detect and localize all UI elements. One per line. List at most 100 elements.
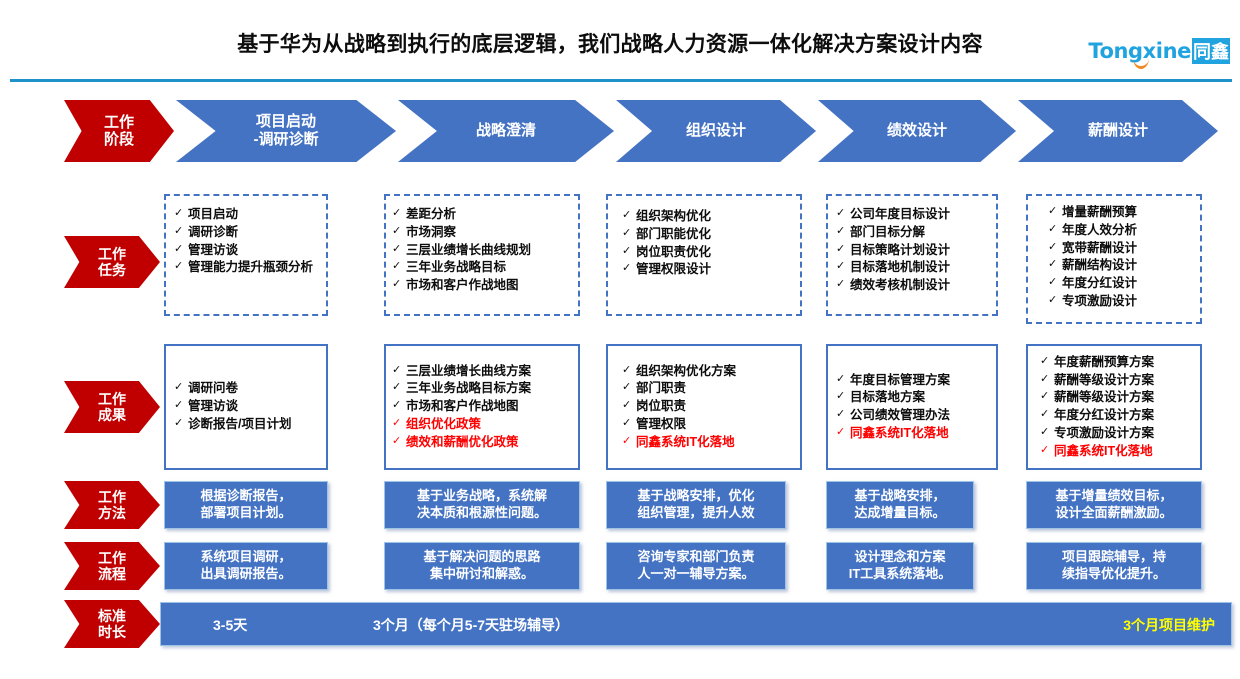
process-chip-5: 项目跟踪辅导，持 续指导优化提升。 [1026,542,1202,590]
process-5-line2: 续指导优化提升。 [1061,566,1166,581]
check-icon: ✓ [836,224,846,237]
stage-arrow-3[interactable]: 组织设计 [616,100,816,162]
method-5-line1: 基于增量绩效目标， [1055,488,1173,504]
check-icon: ✓ [1040,408,1050,420]
result-item: ✓三年业务战略目标方案 [392,381,532,396]
method-chip-5: 基于增量绩效目标， 设计全面薪酬激励。 [1026,481,1202,529]
task-box-1: ✓项目启动 ✓调研诊断 ✓管理访谈 ✓管理能力提升瓶颈分析 [164,194,328,316]
row-label-results: 工作 成果 [64,381,160,433]
row-label-stage-line1: 工作 [103,113,134,131]
row-label-tasks-line1: 工作 [98,245,126,262]
check-icon: ✓ [1048,205,1058,217]
method-chip-1: 根据诊断报告， 部署项目计划。 [164,481,328,529]
stage-4-line1: 绩效设计 [886,122,947,139]
check-icon: ✓ [836,207,846,219]
stage-arrow-1[interactable]: 项目启动 -调研诊断 [176,100,396,162]
method-chip-4: 基于战略安排， 达成增量目标。 [826,481,974,529]
result-item: ✓调研问卷 [174,381,239,396]
check-icon: ✓ [392,416,402,429]
task-list-3: ✓组织架构优化 ✓部门职能优化 ✓岗位职责优化 ✓管理权限设计 [608,196,800,279]
task-item: ✓部门职能优化 [622,226,712,241]
task-item: ✓项目启动 [174,207,239,221]
check-icon: ✓ [836,242,846,255]
row-label-duration: 标准 时长 [64,600,160,648]
result-item: ✓专项激励设计方案 [1040,425,1155,440]
logo-smile-icon [1133,58,1150,69]
task-item: ✓三年业务战略目标 [392,260,507,275]
result-list-1: ✓调研问卷 ✓管理访谈 ✓诊断报告/项目计划 [166,380,326,433]
check-icon: ✓ [174,260,184,273]
stage-1-line2: -调研诊断 [253,131,319,148]
method-4-line1: 基于战略安排， [854,488,946,504]
task-item: ✓管理访谈 [174,242,239,257]
check-icon: ✓ [392,434,402,447]
task-item: ✓部门目标分解 [836,224,926,239]
task-item: ✓目标落地机制设计 [836,260,951,275]
result-box-3: ✓组织架构优化方案 ✓部门职责 ✓岗位职责 ✓管理权限 ✓同鑫系统IT化落地 [606,344,802,470]
check-icon: ✓ [1048,276,1058,288]
check-icon: ✓ [1048,240,1058,253]
process-2-line2: 集中研讨和解惑。 [429,566,534,581]
check-icon: ✓ [174,381,184,394]
result-item: ✓同鑫系统IT化落地 [1040,443,1153,458]
check-icon: ✓ [392,260,402,273]
process-chip-3: 咨询专家和部门负责 人一对一辅导方案。 [606,542,786,590]
row-label-process: 工作 流程 [64,542,160,590]
check-icon: ✓ [622,381,632,394]
task-list-2: ✓差距分析 ✓市场洞察 ✓三层业绩增长曲线规划 ✓三年业务战略目标 ✓市场和客户… [386,196,578,295]
check-icon: ✓ [622,226,632,239]
check-icon: ✓ [174,224,184,237]
stage-arrow-4[interactable]: 绩效设计 [818,100,1016,162]
row-label-methods-line2: 方法 [98,505,126,521]
duration-item-3: 3个月项目维护 [1123,617,1215,633]
task-item: ✓宽带薪酬设计 [1048,240,1138,255]
task-item: ✓组织架构优化 [622,209,712,223]
duration-bar: 3-5天 3个月（每个月5-7天驻场辅导） 3个月项目维护 [160,602,1232,646]
method-2-line2: 决本质和根源性问题。 [416,505,547,520]
result-item: ✓薪酬等级设计方案 [1040,372,1155,387]
check-icon: ✓ [622,262,632,275]
result-item: ✓年度薪酬预算方案 [1040,354,1155,369]
row-label-results-line1: 工作 [98,390,126,407]
result-item: ✓市场和客户作战地图 [392,399,519,414]
check-icon: ✓ [836,278,846,290]
task-item: ✓管理权限设计 [622,262,712,277]
check-icon: ✓ [1048,222,1058,235]
row-label-tasks: 工作 任务 [64,236,160,288]
method-chip-2: 基于业务战略，系统解 决本质和根源性问题。 [384,481,580,529]
method-5-line2: 设计全面薪酬激励。 [1055,505,1173,520]
check-icon: ✓ [622,209,632,221]
task-item: ✓年度人效分析 [1048,222,1138,237]
result-box-4: ✓年度目标管理方案 ✓目标落地方案 ✓公司绩效管理办法 ✓同鑫系统IT化落地 [826,344,998,470]
check-icon: ✓ [836,390,846,403]
task-item: ✓市场和客户作战地图 [392,278,519,292]
check-icon: ✓ [392,207,402,219]
result-list-5: ✓年度薪酬预算方案 ✓薪酬等级设计方案 ✓薪酬等级设计方案 ✓年度分红设计方案 … [1028,354,1200,461]
task-list-4: ✓公司年度目标设计 ✓部门目标分解 ✓目标策略计划设计 ✓目标落地机制设计 ✓绩… [828,196,996,295]
result-item: ✓管理访谈 [174,399,239,414]
method-3-line1: 基于战略安排，优化 [637,488,755,504]
process-1-line1: 系统项目调研， [200,549,292,565]
task-box-2: ✓差距分析 ✓市场洞察 ✓三层业绩增长曲线规划 ✓三年业务战略目标 ✓市场和客户… [384,194,580,316]
row-label-duration-line2: 时长 [98,624,126,640]
check-icon: ✓ [622,363,632,376]
result-box-2: ✓三层业绩增长曲线方案 ✓三年业务战略目标方案 ✓市场和客户作战地图 ✓组织优化… [384,344,580,470]
check-icon: ✓ [392,224,402,237]
method-4-line2: 达成增量目标。 [854,505,946,520]
result-item: ✓薪酬等级设计方案 [1040,390,1155,405]
method-2-line1: 基于业务战略，系统解 [416,488,547,504]
stage-arrow-5[interactable]: 薪酬设计 [1018,100,1218,162]
method-3-line2: 组织管理，提升人效 [637,505,755,520]
check-icon: ✓ [622,244,632,257]
stage-arrow-2[interactable]: 战略澄清 [398,100,614,162]
check-icon: ✓ [1040,425,1050,438]
stage-3-line1: 组织设计 [685,122,746,139]
row-label-tasks-line2: 任务 [98,262,126,278]
result-item: ✓岗位职责 [622,399,687,414]
task-item: ✓年度分红设计 [1048,276,1138,290]
check-icon: ✓ [622,399,632,412]
check-icon: ✓ [1040,443,1050,456]
check-icon: ✓ [836,260,846,273]
check-icon: ✓ [1048,293,1058,306]
result-box-1: ✓调研问卷 ✓管理访谈 ✓诊断报告/项目计划 [164,344,328,470]
